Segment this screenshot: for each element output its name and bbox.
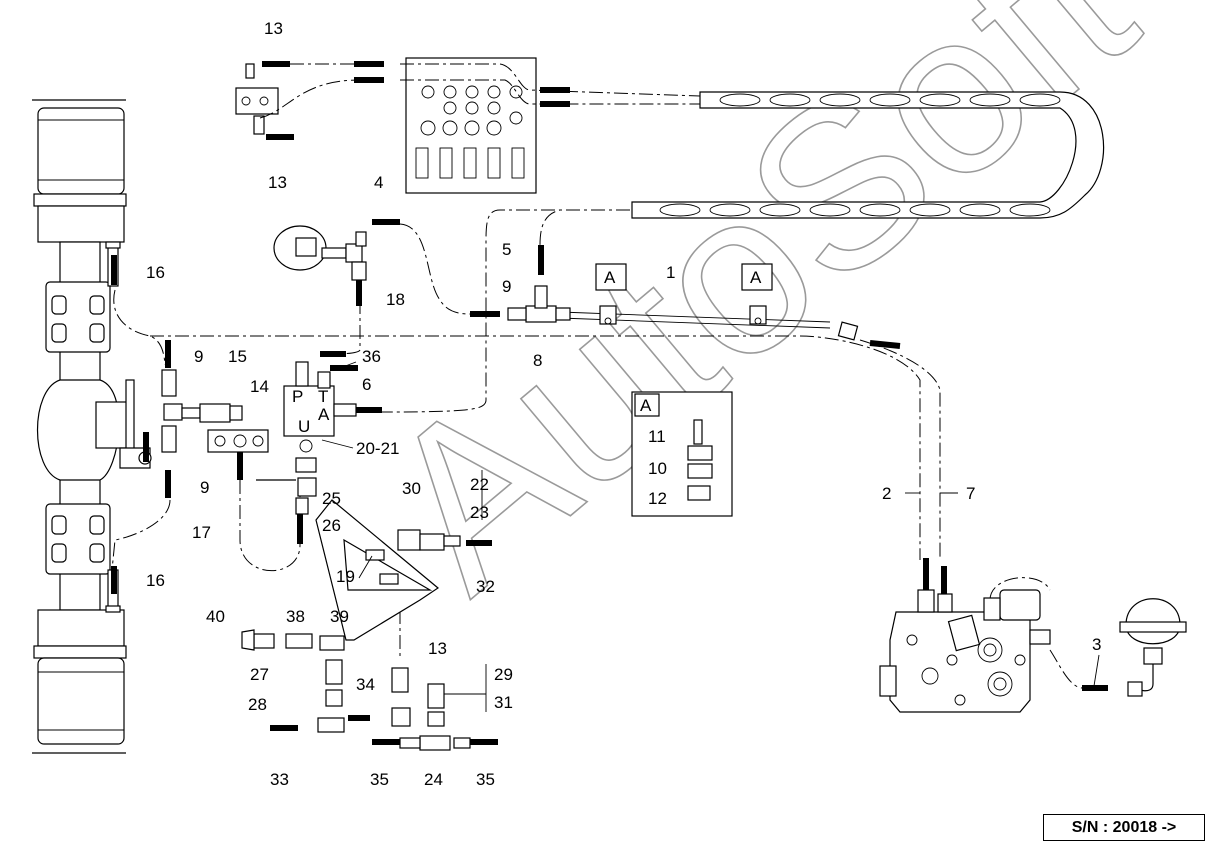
callout-5: 5 <box>502 240 511 259</box>
callout-25: 25 <box>322 489 341 508</box>
callout-2: 2 <box>882 484 891 503</box>
serial-number-box: S/N : 20018 -> <box>1043 814 1205 841</box>
main-valve-block <box>879 589 1051 713</box>
serial-number-text: S/N : 20018 -> <box>1071 818 1177 836</box>
callout-4: 4 <box>374 173 383 192</box>
section-marker-a-left: A <box>604 268 616 287</box>
callout-13-mid: 13 <box>268 173 287 192</box>
callout-14: 14 <box>250 377 269 396</box>
detail-part-12: 12 <box>648 489 667 508</box>
section-marker-a-right: A <box>750 268 762 287</box>
callout-27: 27 <box>250 665 269 684</box>
svg-text:A: A <box>318 405 330 424</box>
callout-8: 8 <box>533 351 542 370</box>
detail-box-a: A 11 10 12 <box>631 391 733 517</box>
svg-text:T: T <box>318 387 328 406</box>
callout-30: 30 <box>402 479 421 498</box>
callout-9-left: 9 <box>194 347 203 366</box>
callout-7: 7 <box>966 484 975 503</box>
callout-labels: 13 13 4 16 5 9 1 18 8 9 15 36 14 6 20-21… <box>146 19 1101 789</box>
callout-19: 19 <box>336 567 355 586</box>
leader-lines <box>239 361 1100 712</box>
callout-38: 38 <box>286 607 305 626</box>
callout-39: 39 <box>330 607 349 626</box>
callout-26: 26 <box>322 516 341 535</box>
axle-assembly <box>32 99 152 754</box>
callout-35-left: 35 <box>370 770 389 789</box>
callout-18: 18 <box>386 290 405 309</box>
hose-ends <box>111 61 1108 745</box>
callout-15: 15 <box>228 347 247 366</box>
callout-22: 22 <box>470 475 489 494</box>
callout-24: 24 <box>424 770 443 789</box>
callout-36: 36 <box>362 347 381 366</box>
detail-box-label: A <box>640 396 652 415</box>
callout-29: 29 <box>494 665 513 684</box>
callout-17: 17 <box>192 523 211 542</box>
callout-31: 31 <box>494 693 513 712</box>
callout-33: 33 <box>270 770 289 789</box>
callout-1: 1 <box>666 263 675 282</box>
callout-34: 34 <box>356 675 375 694</box>
callout-3: 3 <box>1092 635 1101 654</box>
callout-40: 40 <box>206 607 225 626</box>
callout-9-lower: 9 <box>200 478 209 497</box>
detail-part-10: 10 <box>648 459 667 478</box>
callout-28: 28 <box>248 695 267 714</box>
svg-text:P: P <box>292 387 303 406</box>
callout-20-21: 20-21 <box>356 439 399 458</box>
callout-16-upper: 16 <box>146 263 165 282</box>
accumulator-right <box>1119 598 1187 697</box>
cable-carrier-chain <box>631 91 1105 219</box>
callout-32: 32 <box>476 577 495 596</box>
callout-13-top: 13 <box>264 19 283 38</box>
svg-text:U: U <box>298 417 310 436</box>
section-markers: A A <box>595 263 773 291</box>
callout-35-right: 35 <box>476 770 495 789</box>
callout-16-lower: 16 <box>146 571 165 590</box>
fittings: P T A U <box>161 225 859 751</box>
callout-23: 23 <box>470 503 489 522</box>
callout-13-lower: 13 <box>428 639 447 658</box>
detail-part-11: 11 <box>648 427 666 446</box>
callout-9-center: 9 <box>502 277 511 296</box>
callout-6: 6 <box>362 375 371 394</box>
